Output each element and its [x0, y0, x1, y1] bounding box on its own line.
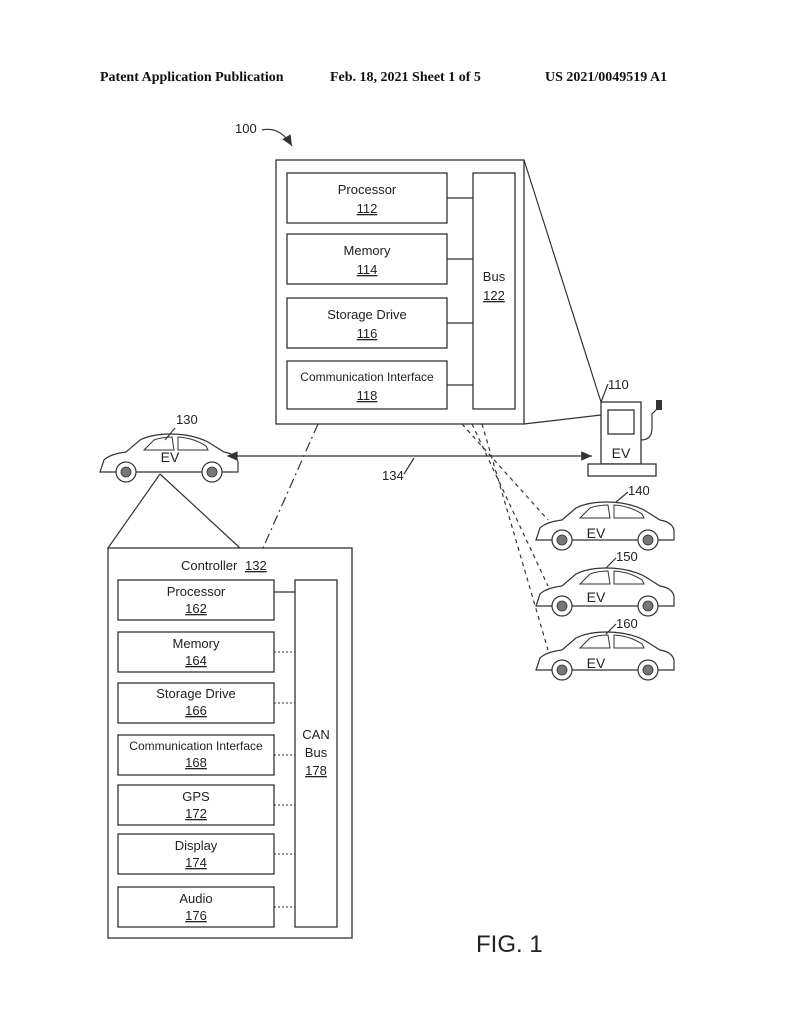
server-ev140-link [462, 424, 548, 520]
ev-140-label: EV [587, 525, 606, 541]
link-ref-label: 134 [382, 468, 404, 483]
ctrl-gps-number: 172 [185, 806, 207, 821]
server-ev150-link [472, 424, 548, 586]
ctrl-comm-label: Communication Interface [129, 739, 263, 753]
ev-140-ref-label: 140 [628, 483, 650, 498]
zoom-line [524, 160, 601, 402]
ctrl-processor-number: 162 [185, 601, 207, 616]
ev-130-label: EV [161, 449, 180, 465]
ctrl-storage-label: Storage Drive [156, 686, 235, 701]
controller-title-label: Controller [181, 558, 238, 573]
ev-140-ref-leader [616, 492, 628, 502]
can-bus-label-line2: Bus [305, 745, 328, 760]
can-bus-number: 178 [305, 763, 327, 778]
controller-title-number: 132 [245, 558, 267, 573]
server-storage-number: 116 [357, 326, 378, 341]
server-storage-label: Storage Drive [327, 307, 406, 322]
server-bus-number: 122 [483, 288, 505, 303]
ctrl-memory-number: 164 [185, 653, 207, 668]
ctrl-audio-label: Audio [179, 891, 212, 906]
system-ref-arrow [262, 129, 292, 146]
ctrl-display-number: 174 [185, 855, 207, 870]
server-comm-label: Communication Interface [300, 370, 434, 384]
ev-150-ref-leader [606, 558, 616, 568]
controller-title: Controller 132 [181, 558, 267, 573]
zoom-line [108, 474, 160, 548]
ctrl-storage-number: 166 [185, 703, 207, 718]
server-controller-link [263, 424, 318, 548]
ctrl-display-label: Display [175, 838, 218, 853]
server-bus-label: Bus [483, 269, 506, 284]
ev-130-ref-label: 130 [176, 412, 198, 427]
ctrl-audio-number: 176 [185, 908, 207, 923]
ctrl-comm-number: 168 [185, 755, 207, 770]
ctrl-memory-label: Memory [173, 636, 220, 651]
ctrl-gps-label: GPS [182, 789, 210, 804]
charger-ref-leader [601, 384, 608, 402]
can-bus-label-line1: CAN [302, 727, 329, 742]
system-ref-label: 100 [235, 121, 257, 136]
server-processor-number: 112 [357, 201, 378, 216]
server-comm-number: 118 [357, 388, 378, 403]
charging-station [588, 400, 662, 476]
charger-ref-label: 110 [608, 377, 629, 392]
link-ref-leader [404, 458, 414, 474]
figure-caption: FIG. 1 [476, 931, 543, 958]
ev-150-ref-label: 150 [616, 549, 638, 564]
ev-160-ref-label: 160 [616, 616, 638, 631]
charger-ev-label: EV [612, 445, 631, 461]
ev-160-label: EV [587, 655, 606, 671]
server-memory-label: Memory [344, 243, 391, 258]
zoom-line [524, 415, 601, 424]
ctrl-processor-label: Processor [167, 584, 226, 599]
zoom-line [160, 474, 240, 548]
ev-150-label: EV [587, 589, 606, 605]
server-processor-label: Processor [338, 182, 397, 197]
server-memory-number: 114 [357, 262, 378, 277]
